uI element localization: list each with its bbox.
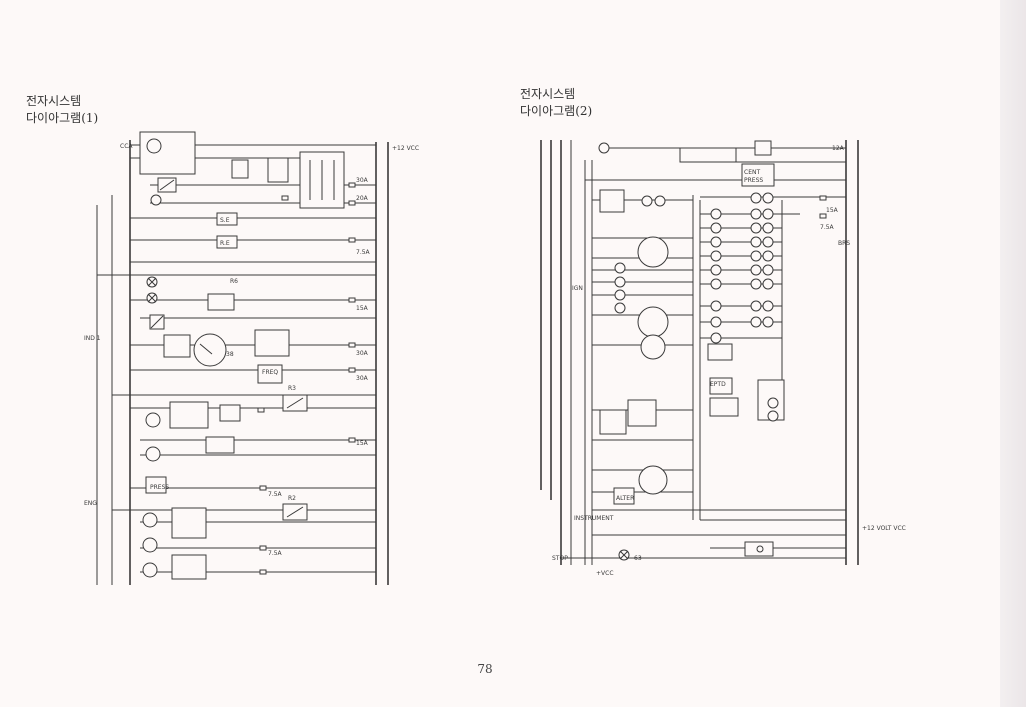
- lamp-icon: [750, 236, 762, 248]
- svg-text:15A: 15A: [356, 305, 369, 312]
- lamp-icon: [142, 537, 158, 553]
- diagram-1-title-line1: 전자시스템: [26, 94, 82, 108]
- lamp-icon: [750, 316, 762, 328]
- indicator-icon: [710, 332, 722, 344]
- svg-text:R3: R3: [288, 385, 296, 392]
- svg-text:BRS: BRS: [838, 240, 850, 247]
- svg-text:30A: 30A: [356, 350, 369, 357]
- gauge-icon: [637, 236, 669, 268]
- svg-text:7.5A: 7.5A: [268, 550, 283, 557]
- relay-block: [741, 163, 775, 187]
- indicator-icon: [710, 316, 722, 328]
- svg-text:R6: R6: [230, 278, 238, 285]
- alternator-block: [613, 487, 635, 505]
- lamp-icon: [762, 222, 774, 234]
- svg-text:38: 38: [226, 351, 234, 358]
- svg-text:STOP: STOP: [552, 555, 568, 562]
- indicator-icon: [710, 222, 722, 234]
- svg-text:S.E: S.E: [220, 217, 230, 224]
- svg-text:20A: 20A: [356, 195, 369, 202]
- svg-text:R2: R2: [288, 495, 296, 502]
- lamp-icon: [142, 512, 158, 528]
- lamp-icon: [750, 208, 762, 220]
- svg-text:EPTD: EPTD: [710, 381, 726, 388]
- diagram-2-title-line1: 전자시스템: [520, 87, 576, 101]
- indicator-icon: [710, 300, 722, 312]
- gauge-icon: [640, 334, 666, 360]
- lamp-icon: [767, 397, 779, 409]
- lamp-icon: [750, 192, 762, 204]
- svg-text:R.E: R.E: [220, 240, 230, 247]
- svg-text:PRESS: PRESS: [744, 177, 763, 184]
- lamp-icon: [762, 250, 774, 262]
- gauge-icon: [637, 306, 669, 338]
- right-components: [598, 140, 827, 561]
- lamp-icon: [762, 208, 774, 220]
- wiring-diagram-2: CENT PRESS ALTER +12 VOLT VCC 12A 15A 7.…: [540, 140, 906, 577]
- diagram-2-title-line2: 다이아그램(2): [520, 104, 593, 118]
- lamp-icon: [762, 300, 774, 312]
- page-number: 78: [477, 662, 493, 676]
- svg-text:63: 63: [634, 555, 642, 562]
- left-horizontal-wires: [97, 144, 376, 573]
- svg-text:7.5A: 7.5A: [820, 224, 835, 231]
- page-edge-shadow: [1000, 0, 1026, 707]
- lamp-icon: [750, 250, 762, 262]
- svg-text:12A: 12A: [832, 145, 845, 152]
- svg-text:7.5A: 7.5A: [268, 491, 283, 498]
- lamp-icon: [762, 236, 774, 248]
- svg-text:+12 VOLT VCC: +12 VOLT VCC: [862, 525, 906, 532]
- svg-text:ALTER: ALTER: [616, 495, 634, 502]
- diagram-1-title: 전자시스템 다이아그램(1): [26, 93, 98, 127]
- lamp-icon: [762, 264, 774, 276]
- left-components: [139, 131, 345, 580]
- lamp-icon: [750, 264, 762, 276]
- lamp-icon: [142, 562, 158, 578]
- indicator-icon: [710, 278, 722, 290]
- wiring-diagram-1: CCA +12 VCC 30A 20A 7.5A 15A 30A 30A 15A…: [84, 131, 419, 585]
- lamp-icon: [767, 410, 779, 422]
- lamp-icon: [641, 195, 653, 207]
- svg-text:CCA: CCA: [120, 143, 133, 150]
- motor-icon: [146, 138, 162, 154]
- svg-text:ENG: ENG: [84, 500, 97, 507]
- lamp-icon: [145, 412, 161, 428]
- svg-text:+12 VCC: +12 VCC: [392, 145, 419, 152]
- indicator-icon: [710, 250, 722, 262]
- svg-text:PRESS: PRESS: [150, 484, 169, 491]
- indicator-icon: [710, 236, 722, 248]
- svg-text:IND 1: IND 1: [84, 335, 101, 342]
- svg-text:IGN: IGN: [572, 285, 583, 292]
- svg-text:+VCC: +VCC: [596, 570, 614, 577]
- right-component-labels: CENT PRESS ALTER +12 VOLT VCC 12A 15A 7.…: [552, 145, 906, 577]
- lamp-icon: [762, 192, 774, 204]
- svg-text:INSTRUMENT: INSTRUMENT: [574, 515, 614, 522]
- lamp-icon: [750, 300, 762, 312]
- gauge-icon: [193, 333, 227, 367]
- lamp-icon: [750, 278, 762, 290]
- svg-text:15A: 15A: [356, 440, 369, 447]
- svg-text:7.5A: 7.5A: [356, 249, 371, 256]
- right-horizontal-wires: [561, 147, 846, 559]
- svg-text:CENT: CENT: [744, 169, 760, 176]
- lamp-icon: [762, 316, 774, 328]
- svg-text:30A: 30A: [356, 375, 369, 382]
- gauge-icon: [638, 465, 668, 495]
- indicator-icon: [710, 264, 722, 276]
- svg-text:FREQ: FREQ: [262, 369, 278, 376]
- lamp-icon: [750, 222, 762, 234]
- diagram-1-title-line2: 다이아그램(1): [26, 111, 99, 125]
- lamp-icon: [762, 278, 774, 290]
- left-component-labels: CCA +12 VCC 30A 20A 7.5A 15A 30A 30A 15A…: [84, 143, 419, 557]
- lamp-icon: [654, 195, 666, 207]
- svg-text:15A: 15A: [826, 207, 839, 214]
- left-fuse-column: [257, 182, 356, 575]
- diagram-2-title: 전자시스템 다이아그램(2): [520, 86, 592, 120]
- indicator-icon: [710, 208, 722, 220]
- lamp-icon: [145, 446, 161, 462]
- svg-text:30A: 30A: [356, 177, 369, 184]
- relay-switch: [207, 293, 235, 311]
